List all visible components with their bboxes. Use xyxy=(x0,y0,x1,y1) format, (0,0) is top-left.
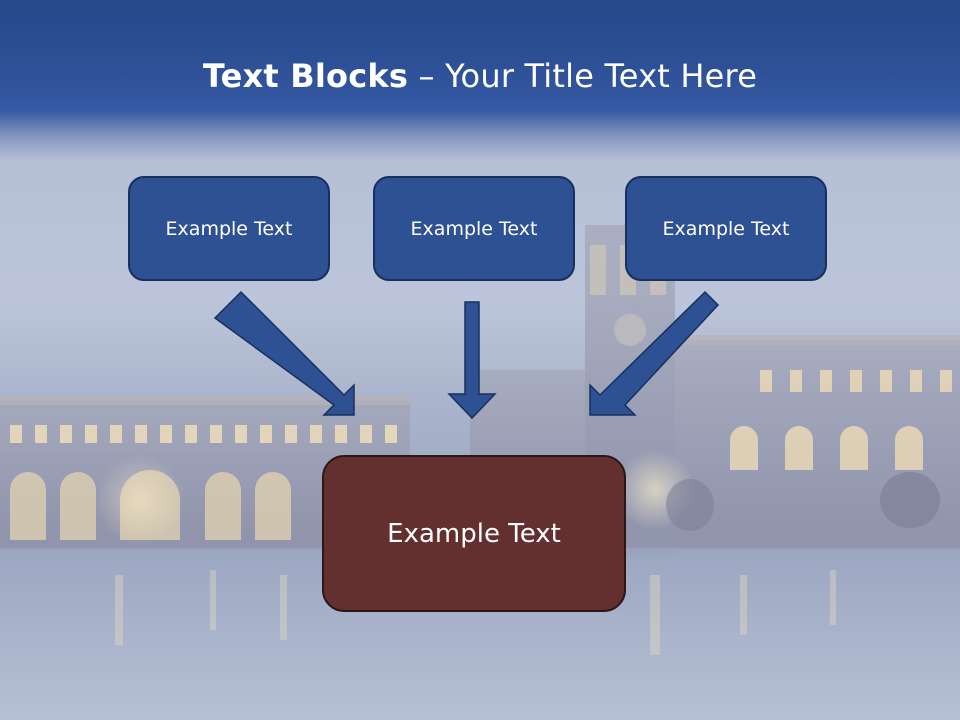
title-dash: – xyxy=(408,57,446,95)
slide-title: Text Blocks – Your Title Text Here xyxy=(0,52,960,100)
title-bold: Text Blocks xyxy=(202,57,409,95)
text-block-center[interactable]: Example Text xyxy=(373,176,575,281)
title-rest: Your Title Text Here xyxy=(445,57,758,95)
text-block-left[interactable]: Example Text xyxy=(128,176,330,281)
text-block-bottom[interactable]: Example Text xyxy=(322,455,626,612)
text-block-right[interactable]: Example Text xyxy=(625,176,827,281)
